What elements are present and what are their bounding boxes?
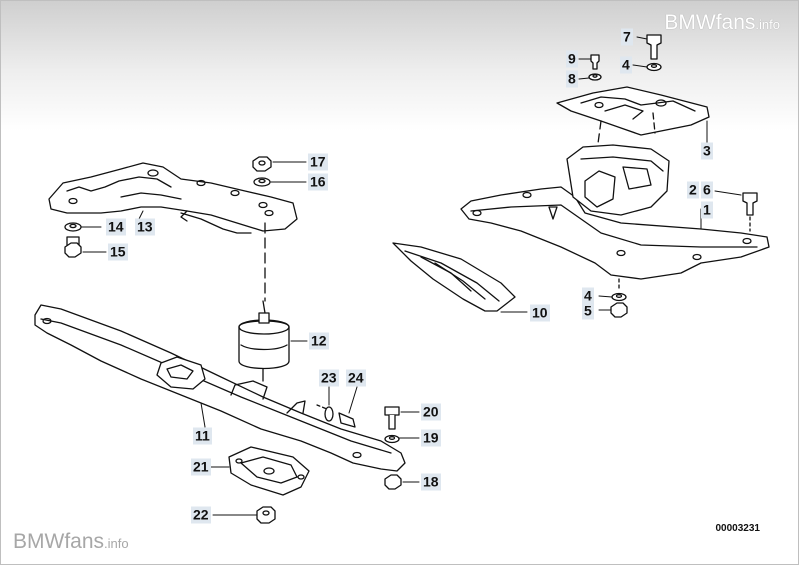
washer-14-part — [64, 222, 82, 232]
callout-15: 15 — [108, 243, 128, 261]
leader-lines — [80, 36, 742, 516]
washer-23-part — [324, 406, 334, 422]
callout-8: 8 — [566, 70, 578, 88]
callout-14: 14 — [106, 218, 126, 236]
callout-2: 2 — [687, 181, 699, 199]
watermark-top-tld: .info — [755, 17, 780, 32]
callout-19: 19 — [421, 429, 441, 447]
callout-21: 21 — [191, 458, 211, 476]
transmission-crossmember-1-part — [460, 186, 770, 280]
watermark-bottom-tld: .info — [104, 536, 129, 551]
bolt-20-part — [384, 406, 400, 430]
callout-5: 5 — [582, 302, 594, 320]
callout-13: 13 — [135, 218, 155, 236]
crossmember-11-part — [34, 304, 406, 472]
watermark-bottom: BMWfans.info — [13, 530, 129, 554]
rubber-mount-12-part — [238, 300, 290, 382]
washer-4-part — [646, 62, 662, 72]
washer-16-part — [253, 177, 271, 187]
nut-18-part — [384, 474, 402, 490]
callout-6: 6 — [701, 181, 713, 199]
callout-12: 12 — [309, 332, 329, 350]
nut-22-part — [256, 506, 276, 524]
callout-24: 24 — [346, 369, 366, 387]
callout-10: 10 — [530, 304, 550, 322]
washer-8-part — [588, 73, 602, 81]
washer-4-lower-part — [611, 292, 627, 302]
callout-20: 20 — [421, 403, 441, 421]
diagram-number: 00003231 — [715, 523, 761, 534]
callout-4-top: 4 — [620, 56, 632, 74]
engine-bracket-part — [48, 162, 298, 234]
bolt-26-part — [742, 192, 758, 232]
callout-4-lower: 4 — [582, 287, 594, 305]
callout-17: 17 — [308, 153, 328, 171]
heat-shield-10-part — [392, 242, 516, 312]
bolt-7-part — [646, 34, 662, 60]
washer-19-part — [384, 434, 400, 444]
mount-plate-21-part — [228, 446, 310, 496]
alignment-line — [652, 112, 656, 134]
callout-1: 1 — [701, 201, 713, 219]
callout-3: 3 — [701, 142, 713, 160]
watermark-top-brand: BMWfans — [664, 11, 756, 34]
callout-11: 11 — [193, 427, 212, 445]
callout-16: 16 — [308, 173, 328, 191]
top-plate-3-part — [556, 86, 710, 136]
alignment-line — [596, 120, 602, 152]
watermark-bottom-brand: BMWfans — [13, 530, 105, 553]
bolt-9-part — [590, 54, 600, 70]
watermark-top: BMWfans.info — [664, 11, 780, 35]
bolt-24-part — [316, 404, 356, 428]
callout-18: 18 — [421, 473, 441, 491]
nut-17-part — [252, 156, 272, 172]
bolt-15-part — [64, 236, 82, 258]
callout-22: 22 — [191, 506, 211, 524]
callout-7: 7 — [621, 28, 633, 46]
callout-23: 23 — [319, 369, 339, 387]
transmission-mount-part — [566, 144, 670, 216]
nut-5-part — [610, 302, 628, 318]
callout-9: 9 — [566, 50, 578, 68]
